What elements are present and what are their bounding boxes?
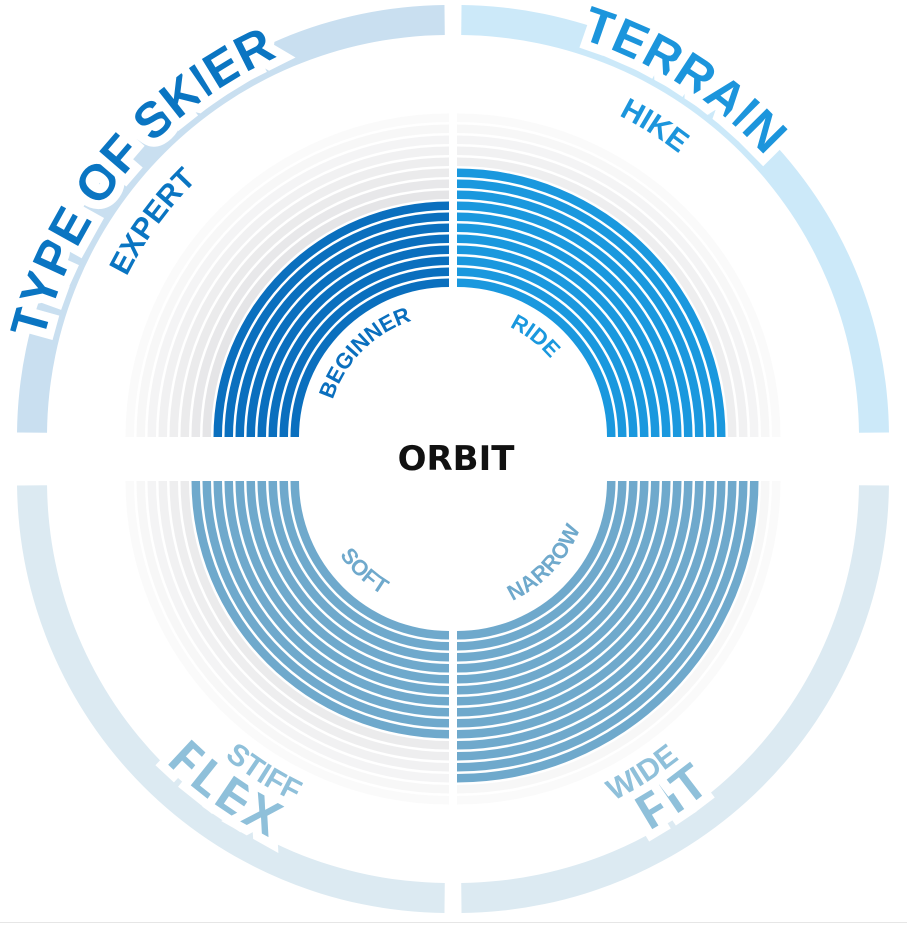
type-of-skier-inner-label: BEGINNER [314, 302, 414, 402]
flex-outer-ring [17, 485, 445, 913]
terrain-outer-ring [461, 5, 889, 433]
flex-level-band [224, 481, 449, 706]
fit-outer-ring [461, 485, 889, 913]
type-of-skier-level-band [224, 212, 449, 437]
fit-level-band [457, 481, 682, 706]
fit-inner-label: NARROW [503, 520, 585, 606]
terrain-level-band [457, 212, 682, 437]
divider-line [0, 922, 907, 923]
center-title: ORBIT [398, 439, 516, 479]
type-of-skier-outer-ring [17, 5, 445, 433]
